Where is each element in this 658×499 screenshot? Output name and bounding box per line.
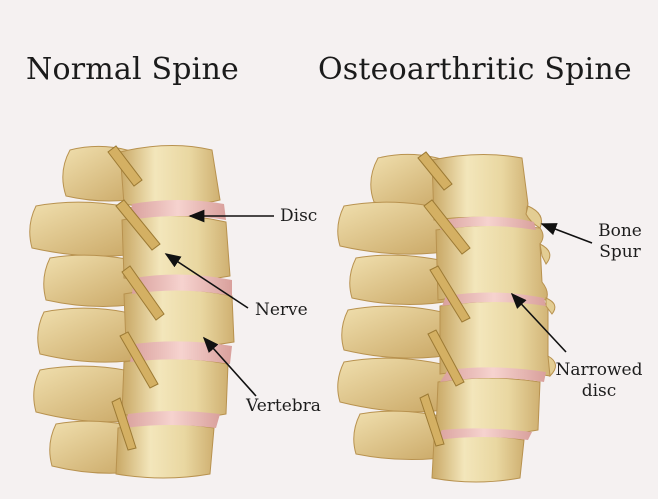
normal-spine-title: Normal Spine — [26, 52, 239, 87]
nerve-arrow — [164, 253, 249, 309]
bone-spur-label: Bone Spur — [592, 221, 648, 263]
narrowed-disc-arrow — [510, 292, 567, 353]
bone-spur-label-line2: Spur — [599, 242, 641, 262]
narrowed-disc-label: Narrowed disc — [550, 360, 648, 402]
nerve-label: Nerve — [255, 300, 308, 320]
vertebra-label: Vertebra — [246, 396, 321, 416]
normal-nerve-roots — [107, 145, 165, 451]
bone-spur-label-line1: Bone — [598, 221, 642, 241]
osteoarthritic-spine-title: Osteoarthritic Spine — [318, 52, 632, 87]
osteoarthritic-vertebral-bodies — [431, 153, 554, 483]
osteoarthritic-nerve-roots — [417, 151, 471, 447]
pointer-arrows — [164, 209, 593, 397]
normal-vertebral-bodies — [115, 145, 235, 479]
disc-label: Disc — [280, 206, 318, 226]
vertebra-arrow — [202, 336, 257, 397]
bone-spur-arrow — [540, 223, 593, 244]
bone-spurs — [525, 205, 556, 378]
osteoarthritic-spine-illustration — [337, 151, 556, 483]
normal-spine-illustration — [29, 145, 235, 479]
osteoarthritic-spine-processes — [337, 153, 461, 461]
narrowed-disc-label-line2: disc — [581, 381, 617, 401]
narrowed-disc-label-line1: Narrowed — [555, 360, 643, 380]
